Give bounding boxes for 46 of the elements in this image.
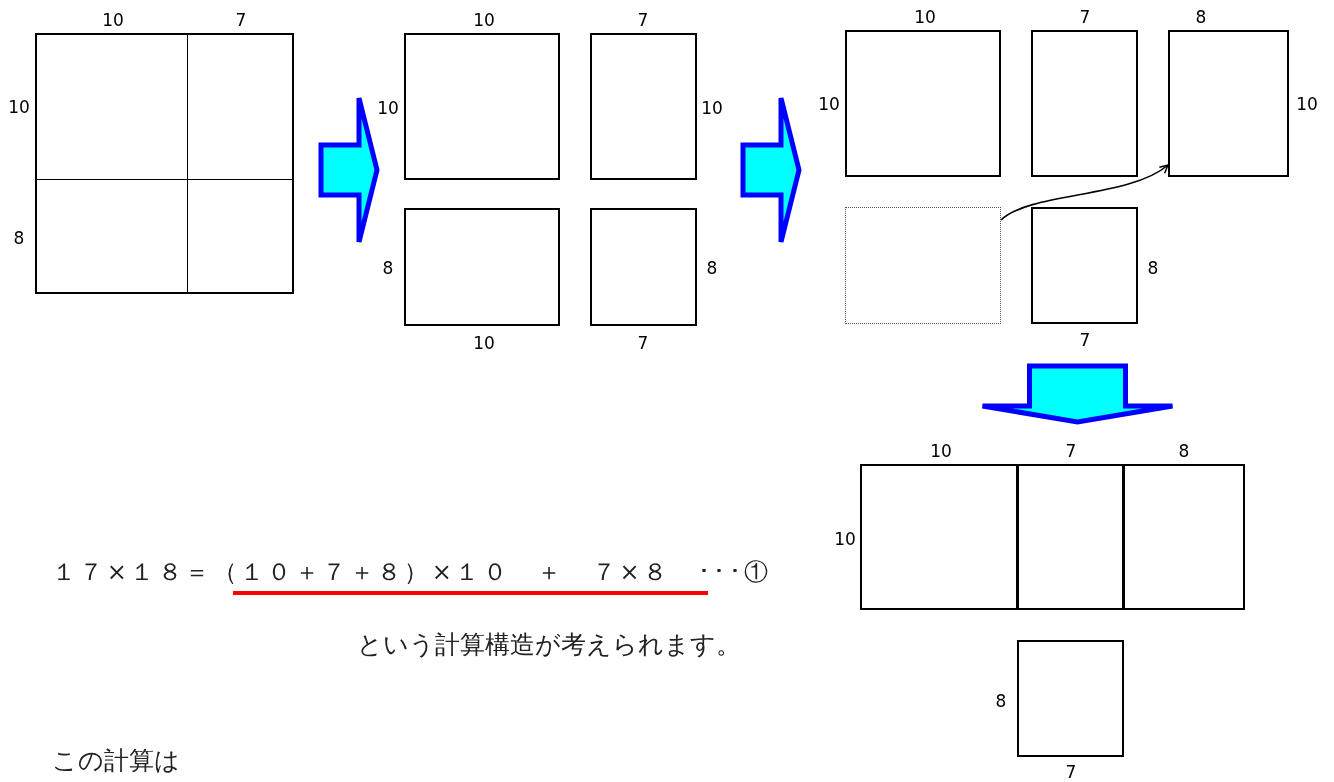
dimension-label: 10 <box>8 97 30 117</box>
dimension-label: 7 <box>637 333 649 353</box>
area-rectangle <box>860 464 1018 610</box>
dimension-label: 8 <box>1178 441 1190 461</box>
dimension-label: 10 <box>818 94 840 114</box>
block-arrow <box>980 363 1175 425</box>
area-rectangle <box>590 33 697 180</box>
dimension-label: 10 <box>473 10 495 30</box>
dimension-label: 10 <box>102 10 124 30</box>
dimension-label: 7 <box>1065 441 1077 461</box>
dimension-label: 8 <box>706 258 718 278</box>
sentence-text: という計算構造が考えられます。 <box>357 629 741 661</box>
area-rectangle <box>1017 640 1124 757</box>
area-rectangle <box>404 208 560 326</box>
dimension-label: 10 <box>473 333 495 353</box>
dimension-label: 10 <box>377 98 399 118</box>
block-arrow <box>740 95 802 245</box>
dimension-label: 7 <box>637 10 649 30</box>
dimension-label: 8 <box>13 228 25 248</box>
dimension-label: 8 <box>1195 7 1207 27</box>
dotted-rectangle <box>845 207 1001 324</box>
dimension-label: 8 <box>1147 258 1159 278</box>
dimension-label: 8 <box>382 258 394 278</box>
equation-text: １７×１８＝（１０＋７＋８）×１０ ＋ ７×８ ･･･① <box>52 557 772 588</box>
area-rectangle <box>404 33 560 180</box>
dimension-label: 10 <box>914 7 936 27</box>
area-rectangle <box>1017 464 1124 610</box>
dimension-label: 10 <box>1296 94 1318 114</box>
dimension-label: 7 <box>1079 330 1091 350</box>
area-rectangle <box>1168 30 1289 177</box>
dimension-label: 10 <box>930 441 952 461</box>
curved-arrow <box>1000 164 1169 221</box>
area-rectangle <box>35 33 294 294</box>
dimension-label: 10 <box>701 98 723 118</box>
dimension-label: 10 <box>834 529 856 549</box>
area-rectangle <box>1123 464 1245 610</box>
dimension-label: 7 <box>1065 762 1077 782</box>
area-rectangle <box>845 30 1001 177</box>
dimension-label: 7 <box>235 10 247 30</box>
dimension-label: 8 <box>995 691 1007 711</box>
area-rectangle <box>1031 30 1138 177</box>
block-arrow <box>318 95 380 245</box>
dimension-label: 7 <box>1079 7 1091 27</box>
sentence-text: この計算は <box>52 745 180 777</box>
area-rectangle <box>1031 207 1138 324</box>
area-rectangle <box>590 208 697 326</box>
